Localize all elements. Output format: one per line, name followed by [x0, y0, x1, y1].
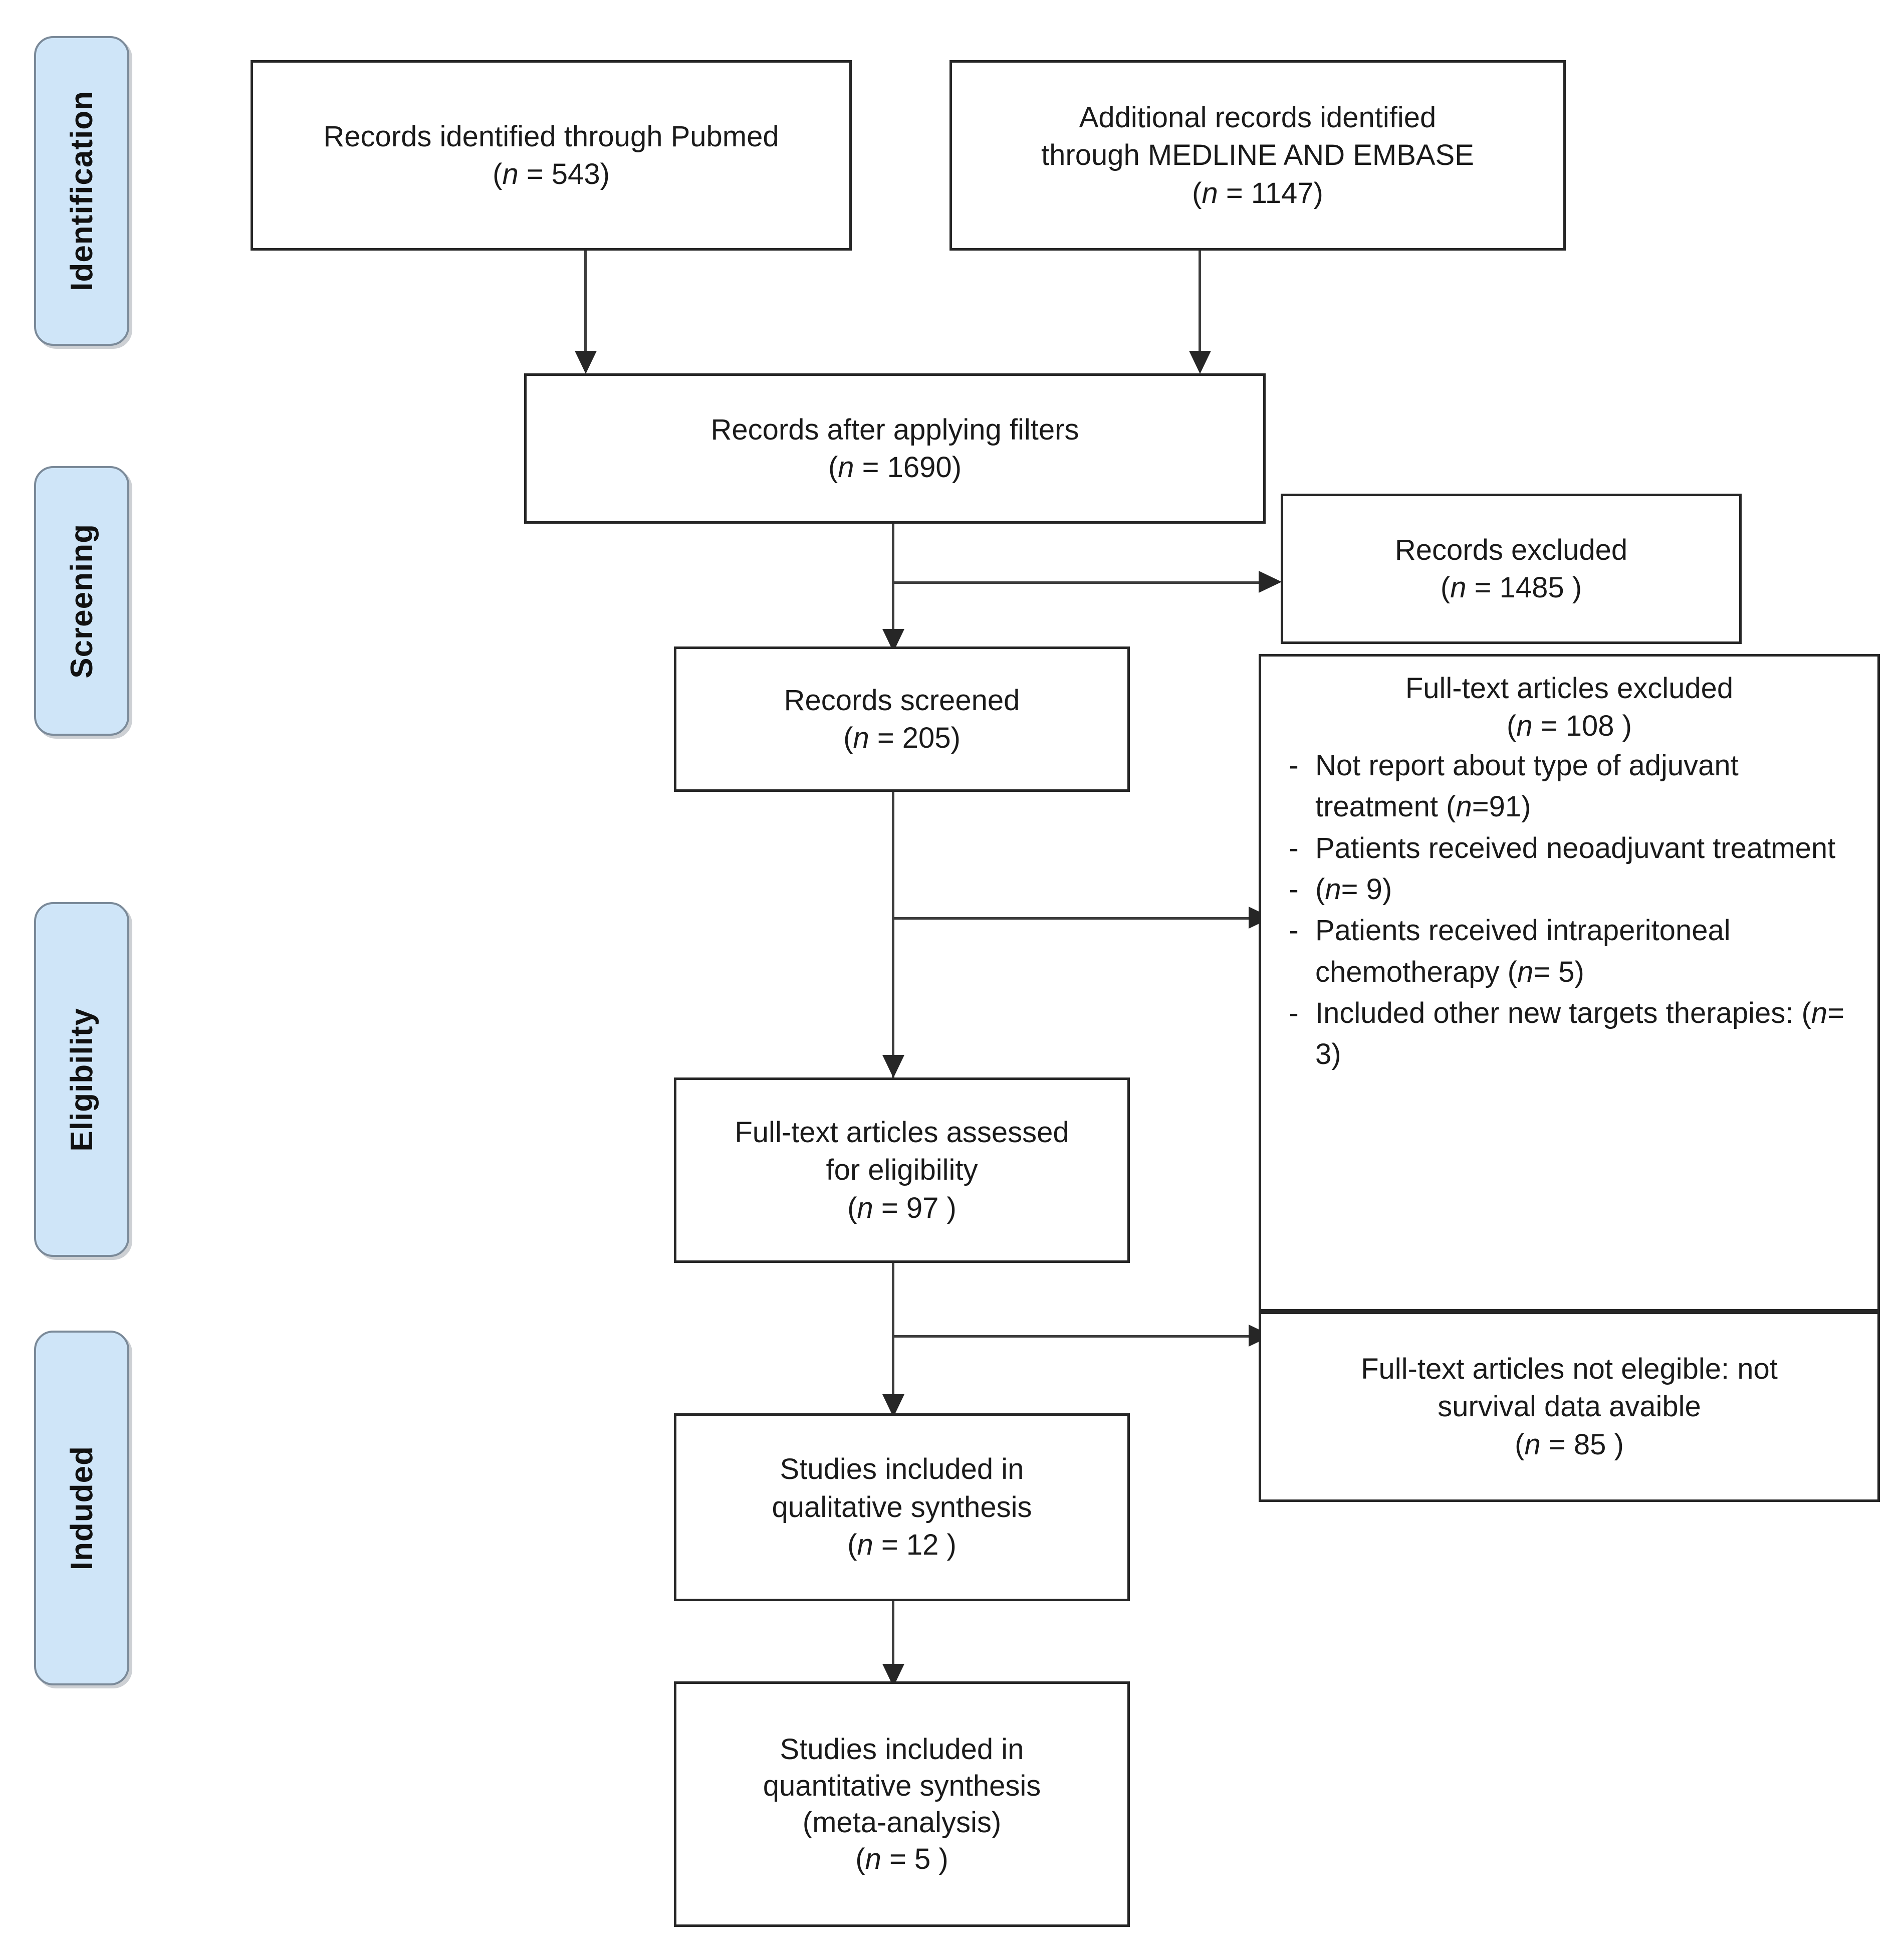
stage-tab-eligibility: Eligibility — [34, 902, 129, 1257]
additional-count: (n = 1147) — [1192, 176, 1323, 209]
stage-label-eligibility: Eligibility — [64, 1007, 99, 1152]
assessed-count: (n = 97 ) — [847, 1191, 957, 1224]
additional-line2: through MEDLINE AND EMBASE — [1041, 139, 1474, 172]
list-item: - Not report about type of adjuvant trea… — [1272, 745, 1866, 828]
stage-tab-included: Induded — [34, 1331, 129, 1685]
connector-filters-to-excluded — [892, 581, 1263, 584]
bullet-dash-icon: - — [1289, 996, 1299, 1029]
arrowhead-filters-to-excluded — [1259, 571, 1282, 593]
connector-assessed-to-qualitative — [892, 1260, 894, 1416]
qualitative-line1: Studies included in — [780, 1453, 1024, 1486]
bullet-dash-icon: - — [1289, 873, 1299, 906]
connector-screened-to-assessed — [892, 787, 894, 1083]
bullet-dash-icon: - — [1289, 749, 1299, 782]
box-fulltext-not-eligible: Full-text articles not elegible: not sur… — [1259, 1312, 1880, 1502]
exclusion-reason-text: Included other new targets therapies: (n… — [1315, 996, 1844, 1071]
box-records-after-filters: Records after applying filters (n = 1690… — [524, 373, 1266, 524]
box-studies-quantitative-synthesis: Studies included in quantitative synthes… — [674, 1681, 1130, 1927]
list-item: - (n= 9) — [1272, 869, 1866, 910]
box-fulltext-articles-excluded: Full-text articles excluded (n = 108 ) -… — [1259, 654, 1880, 1312]
connector-additional-to-filters — [1199, 251, 1201, 361]
records-excluded-line1: Records excluded — [1394, 533, 1628, 566]
qualitative-count: (n = 12 ) — [847, 1529, 957, 1562]
exclusion-reason-list: - Not report about type of adjuvant trea… — [1272, 745, 1866, 1075]
stage-label-identification: Identification — [64, 91, 99, 291]
exclusion-reason-text: Not report about type of adjuvant treatm… — [1315, 749, 1739, 823]
connector-screened-to-fulltext-excluded — [892, 917, 1253, 920]
additional-line1: Additional records identified — [1079, 101, 1437, 134]
box-records-screened: Records screened (n = 205) — [674, 646, 1130, 792]
box-records-excluded: Records excluded (n = 1485 ) — [1281, 494, 1742, 644]
exclusion-reason-text: Patients received neoadjuvant treatment — [1315, 831, 1836, 865]
pubmed-line1: Records identified through Pubmed — [323, 120, 779, 153]
list-item: - Patients received neoadjuvant treatmen… — [1272, 828, 1866, 869]
not-eligible-count: (n = 85 ) — [1515, 1428, 1624, 1461]
not-eligible-line2: survival data avaible — [1438, 1390, 1701, 1423]
quantitative-count: (n = 5 ) — [855, 1843, 948, 1876]
stage-label-included: Induded — [64, 1445, 99, 1571]
stage-tab-screening: Screening — [34, 466, 129, 736]
fulltext-excluded-header-line1: Full-text articles excluded — [1405, 672, 1734, 705]
records-screened-line1: Records screened — [784, 684, 1020, 717]
box-records-identified-pubmed: Records identified through Pubmed (n = 5… — [251, 60, 852, 251]
arrowhead-screened-to-assessed — [882, 1055, 904, 1078]
filters-count: (n = 1690) — [828, 451, 962, 484]
records-screened-count: (n = 205) — [843, 722, 961, 754]
exclusion-reason-text: (n= 9) — [1315, 873, 1392, 906]
assessed-line2: for eligibility — [826, 1154, 978, 1187]
quantitative-line1: Studies included in — [780, 1733, 1024, 1766]
bullet-dash-icon: - — [1289, 914, 1299, 947]
stage-label-screening: Screening — [64, 523, 99, 679]
arrowhead-pubmed-to-filters — [575, 351, 597, 374]
list-item: - Patients received intraperitoneal chem… — [1272, 910, 1866, 993]
connector-pubmed-to-filters — [584, 251, 587, 361]
bullet-dash-icon: - — [1289, 831, 1299, 865]
box-fulltext-assessed-eligibility: Full-text articles assessed for eligibil… — [674, 1077, 1130, 1263]
fulltext-excluded-header-count: (n = 108 ) — [1507, 710, 1632, 743]
stage-tab-identification: Identification — [34, 36, 129, 346]
not-eligible-line1: Full-text articles not elegible: not — [1361, 1352, 1778, 1385]
connector-assessed-to-not-eligible — [892, 1335, 1253, 1338]
filters-line1: Records after applying filters — [710, 413, 1079, 446]
pubmed-count: (n = 543) — [493, 158, 610, 190]
box-additional-records-identified: Additional records identified through ME… — [949, 60, 1566, 251]
exclusion-reason-text: Patients received intraperitoneal chemot… — [1315, 914, 1731, 988]
list-item: - Included other new targets therapies: … — [1272, 993, 1866, 1075]
records-excluded-count: (n = 1485 ) — [1440, 571, 1582, 604]
assessed-line1: Full-text articles assessed — [735, 1116, 1069, 1149]
box-studies-qualitative-synthesis: Studies included in qualitative synthesi… — [674, 1413, 1130, 1601]
arrowhead-additional-to-filters — [1189, 351, 1211, 374]
qualitative-line2: qualitative synthesis — [772, 1490, 1032, 1524]
connector-filters-to-screened — [892, 521, 894, 646]
quantitative-line3: (meta-analysis) — [802, 1806, 1002, 1839]
quantitative-line2: quantitative synthesis — [763, 1769, 1041, 1802]
connector-qualitative-to-quantitative — [892, 1599, 894, 1684]
